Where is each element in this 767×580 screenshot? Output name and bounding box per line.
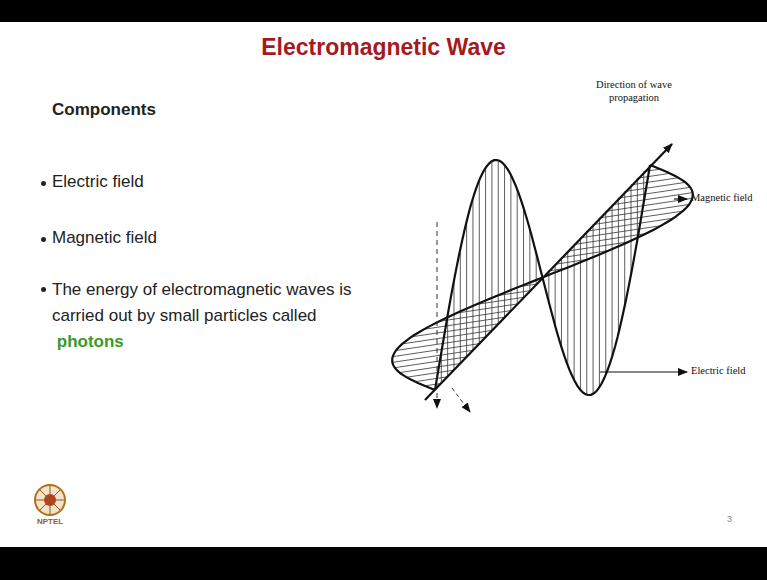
hatch-line [392, 350, 473, 362]
hatch-line [637, 178, 638, 239]
field-label: Electric field [691, 365, 746, 376]
bullet-dot [41, 287, 46, 292]
hatch-line [491, 161, 492, 330]
hatch-line [593, 225, 594, 394]
bullet-text: Electric field [52, 172, 144, 192]
field-label: Magnetic field [691, 192, 753, 203]
hatch-line [395, 357, 467, 368]
hatch-line [485, 168, 486, 337]
section-heading: Components [52, 100, 156, 120]
hatch-line [631, 185, 632, 274]
bullet-text: Magnetic field [52, 228, 157, 248]
bullet-paragraph: The energy of electromagnetic waves is c… [52, 277, 352, 355]
hatch-line [400, 364, 461, 373]
propagation-arrow [425, 144, 672, 400]
hatch-line [402, 330, 492, 343]
hatch-line [393, 344, 480, 357]
hatch-line [412, 324, 499, 337]
leader-arrow [674, 198, 687, 199]
hatch-line [605, 211, 606, 375]
hatch-line [618, 198, 619, 334]
hatch-line [453, 281, 454, 370]
hatch-line [447, 315, 448, 376]
axis-label: Direction of wave propagation [582, 78, 686, 104]
leader-arrow [600, 371, 687, 372]
hatch-line [586, 231, 587, 395]
hatch-line [466, 221, 467, 357]
hatch-line [599, 218, 600, 387]
page-number: 3 [727, 514, 732, 524]
bullet-text: The energy of electromagnetic waves is c… [52, 280, 352, 325]
dashed-axis [437, 222, 438, 408]
nptel-emblem [35, 485, 65, 515]
hatch-line [498, 160, 499, 324]
slide-title: Electromagnetic Wave [0, 34, 767, 61]
dashed-axis [452, 388, 470, 412]
logo-text: NPTEL [30, 517, 70, 526]
bullet-dot [41, 181, 46, 186]
hatch-line [479, 180, 480, 344]
bullet-dot [41, 237, 46, 242]
highlight-word: photons [57, 329, 124, 355]
